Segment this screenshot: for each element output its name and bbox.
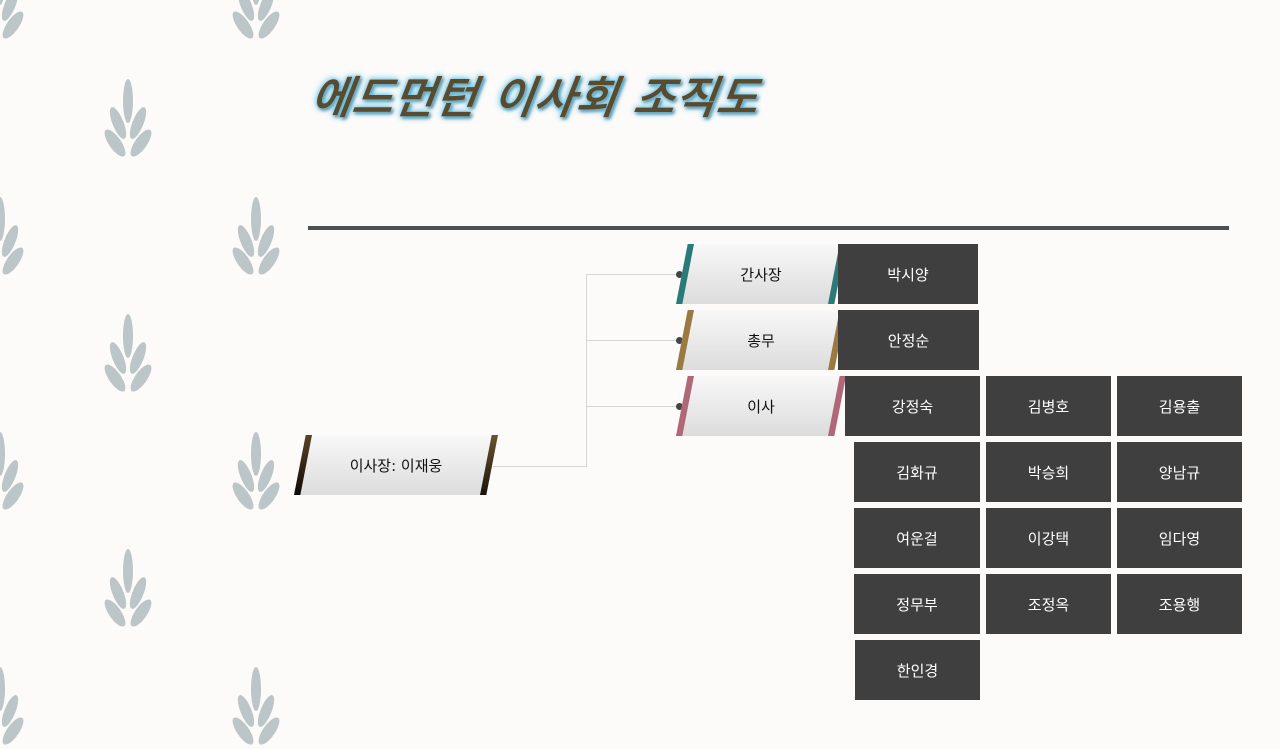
leaf-icon: [0, 428, 25, 514]
member-cell: 여운걸: [854, 508, 980, 568]
leaf-icon: [231, 428, 281, 514]
leaf-icon: [231, 193, 281, 279]
position-label: 총무: [747, 331, 775, 350]
member-cell: 김화규: [854, 442, 980, 502]
member-cell: 박시양: [838, 244, 978, 304]
position-box: 간사장: [676, 244, 846, 304]
position-label: 간사장: [740, 265, 782, 284]
chairman-label: 이사장: 이재웅: [349, 456, 443, 475]
title-divider: [308, 226, 1229, 230]
member-cell: 한인경: [855, 640, 980, 700]
leaf-icon: [231, 0, 281, 43]
member-cell: 임다영: [1117, 508, 1242, 568]
leaf-icon: [231, 663, 281, 749]
position-label: 이사: [747, 397, 775, 416]
position-box: 총무: [676, 310, 846, 370]
connector-line: [586, 406, 680, 407]
leaf-icon: [103, 310, 153, 396]
member-cell: 조용행: [1117, 574, 1242, 634]
chairman-box: 이사장: 이재웅: [294, 435, 498, 495]
member-cell: 조정옥: [986, 574, 1111, 634]
connector-dot: [676, 271, 683, 278]
member-cell: 이강택: [986, 508, 1111, 568]
connector-line: [586, 274, 587, 467]
member-cell: 김용출: [1117, 376, 1242, 436]
connector-dot: [676, 337, 683, 344]
connector-line: [586, 340, 680, 341]
member-cell: 박승희: [986, 442, 1111, 502]
connector-line: [493, 466, 586, 467]
connector-line: [586, 274, 680, 275]
position-box: 이사: [676, 376, 846, 436]
member-cell: 안정순: [838, 310, 979, 370]
page-title: 에드먼턴 이사회 조직도: [307, 73, 763, 124]
leaf-icon: [0, 663, 25, 749]
connector-dot: [676, 403, 683, 410]
leaf-icon: [103, 75, 153, 161]
leaf-icon: [0, 0, 25, 43]
leaf-icon: [103, 545, 153, 631]
member-cell: 양남규: [1117, 442, 1242, 502]
member-cell: 강정숙: [845, 376, 980, 436]
member-cell: 김병호: [986, 376, 1111, 436]
leaf-icon: [0, 193, 25, 279]
member-cell: 정무부: [854, 574, 980, 634]
